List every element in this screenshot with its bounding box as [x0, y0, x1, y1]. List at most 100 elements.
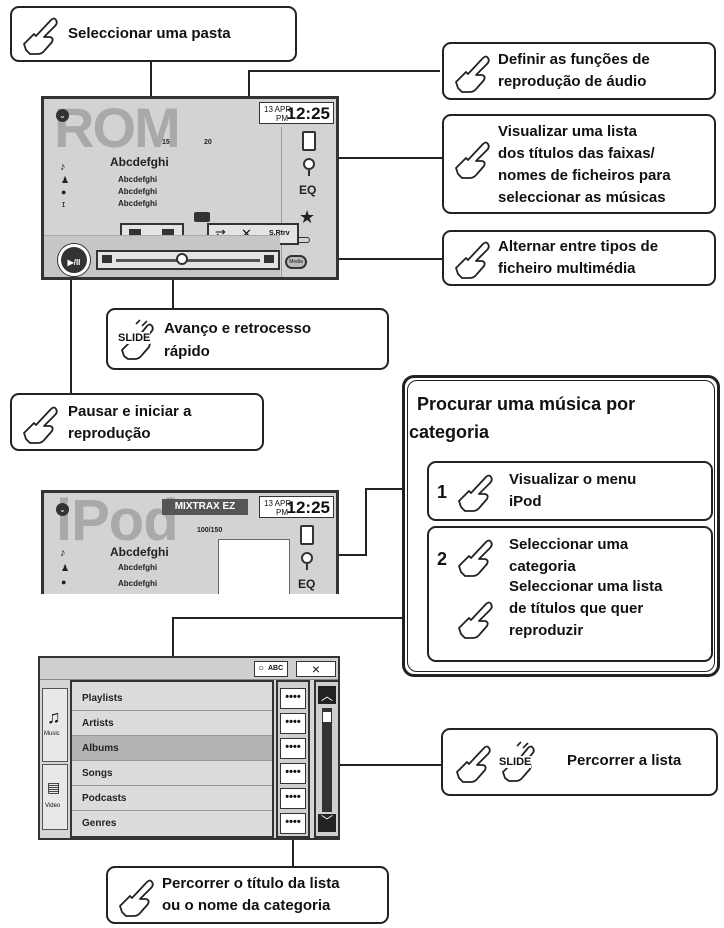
- clock-ampm: PM: [276, 508, 288, 517]
- scroll-thumb[interactable]: [323, 712, 331, 722]
- mixtrax-button[interactable]: MIXTRAX EZ: [162, 499, 248, 515]
- seek-thumb[interactable]: [176, 253, 188, 265]
- touch-hand-icon: [458, 539, 493, 577]
- close-button[interactable]: ×: [296, 661, 336, 677]
- clock: 13 APR PM 12:25: [259, 496, 334, 518]
- title-scroll-button[interactable]: ••••: [280, 713, 306, 734]
- clock-ampm: PM: [276, 114, 288, 123]
- folder-prev-button[interactable]: [129, 229, 141, 239]
- source-title: iPod: [56, 490, 179, 553]
- title-scroll-button[interactable]: ••••: [280, 763, 306, 784]
- album-icon: ●: [61, 187, 67, 197]
- clock-time: 12:25: [286, 104, 330, 123]
- phone-icon[interactable]: [300, 525, 314, 545]
- list-item[interactable]: Genres: [82, 818, 117, 829]
- connector-line: [248, 70, 440, 72]
- list-item[interactable]: Playlists: [72, 686, 272, 711]
- repeat-icon[interactable]: ⇄: [215, 226, 226, 241]
- note-icon: ♪: [60, 161, 66, 173]
- search-icon: ○: [258, 663, 265, 674]
- seek-forward-icon[interactable]: [264, 255, 274, 263]
- title-scroll-button[interactable]: ••••: [280, 788, 306, 809]
- list-item[interactable]: Albums: [72, 736, 272, 761]
- callout-text: Definir as funções de reprodução de áudi…: [498, 51, 650, 90]
- track-title: Abcdefghi: [110, 155, 169, 169]
- home-icon[interactable]: ⌄: [56, 503, 69, 516]
- slide-label: SLIDE: [118, 332, 151, 344]
- info-button[interactable]: [194, 212, 210, 222]
- touch-hand-icon: [455, 141, 490, 179]
- file-number: 20: [204, 139, 212, 146]
- folder-next-button[interactable]: [162, 229, 174, 239]
- step-text: categoria: [509, 558, 576, 575]
- note-icon: ♪: [60, 547, 66, 559]
- music-tab-label: Music: [44, 731, 60, 737]
- title-scroll-button[interactable]: ••••: [280, 738, 306, 759]
- callout-scroll-title: Percorrer o título da lista ou o nome da…: [106, 866, 389, 924]
- favorite-star-icon[interactable]: ★: [299, 207, 316, 227]
- list-item[interactable]: Podcasts: [72, 786, 272, 811]
- media-button[interactable]: Media: [285, 255, 307, 269]
- track-count: 100/150: [197, 527, 223, 534]
- list-icon[interactable]: [303, 158, 315, 170]
- home-icon[interactable]: ⌄: [56, 109, 69, 122]
- title-scroll-button[interactable]: ••••: [280, 688, 306, 709]
- phone-icon[interactable]: [302, 131, 316, 151]
- list-icon[interactable]: [301, 552, 313, 564]
- sound-retriever-button[interactable]: S.Rtrv: [269, 230, 290, 237]
- callout-text: Seleccionar uma pasta: [68, 25, 231, 42]
- callout-text: rápido: [164, 343, 210, 360]
- step-number: 2: [437, 549, 448, 569]
- track-album: Abcdefghi: [118, 579, 158, 588]
- scroll-down-button[interactable]: ﹀: [318, 814, 336, 832]
- connector-line: [340, 764, 441, 766]
- source-title: ROM: [54, 96, 181, 159]
- connector-line: [172, 263, 174, 309]
- connector-line: [70, 272, 72, 394]
- play-pause-button[interactable]: ▶/II: [58, 244, 90, 276]
- list-item[interactable]: Songs: [72, 761, 272, 786]
- touch-hand-icon: [23, 17, 58, 55]
- list-item[interactable]: Artists: [72, 711, 272, 736]
- artist-icon: ♟: [61, 563, 70, 573]
- callout-scroll-list: SLIDE Percorrer a lista: [441, 728, 718, 796]
- callout-text: ou o nome da categoria: [162, 897, 331, 914]
- step-2-box: 2 Seleccionar uma categoria Seleccionar …: [427, 526, 713, 662]
- touch-hand-icon: [455, 55, 490, 93]
- scroll-up-button[interactable]: ︿: [318, 686, 336, 704]
- callout-track-list: Visualizar uma lista dos títulos das fai…: [442, 114, 716, 214]
- callout-text: dos títulos das faixas/: [498, 145, 655, 162]
- callout-text: Percorrer a lista: [567, 752, 682, 769]
- list-scrollbar[interactable]: ︿ ﹀: [314, 680, 338, 838]
- scroll-track: [322, 708, 332, 812]
- callout-text: nomes de ficheiros para: [498, 167, 671, 184]
- tab-music[interactable]: ♫ Music: [42, 688, 68, 762]
- title-scroll-button[interactable]: ••••: [280, 813, 306, 834]
- slide-label: SLIDE: [499, 756, 532, 768]
- connector-line: [365, 488, 367, 556]
- seek-back-icon[interactable]: [102, 255, 112, 263]
- rom-player-screen: ROM ⌄ 15 20 ♪ ♟ ● ɪ Abcdefghi Abcdefghi …: [41, 96, 339, 280]
- eq-icon[interactable]: EQ: [298, 577, 316, 591]
- touch-hand-icon: [23, 406, 58, 444]
- seek-bar[interactable]: [96, 250, 280, 270]
- callout-text: seleccionar as músicas: [498, 189, 666, 206]
- callout-text: Avanço e retrocesso: [164, 320, 312, 337]
- abc-label: ABC: [268, 665, 284, 672]
- clock-time: 12:25: [286, 498, 330, 517]
- seek-track: [116, 259, 260, 262]
- tab-video[interactable]: ▤ Video: [42, 764, 68, 830]
- connector-line: [322, 258, 443, 260]
- category-list: Playlists Artists Albums Songs Podcasts …: [70, 680, 274, 838]
- music-note-icon: ♫: [47, 707, 61, 727]
- abc-search-button[interactable]: ○ ABC: [254, 661, 288, 677]
- callout-audio-functions: Definir as funções de reprodução de áudi…: [442, 42, 716, 100]
- callout-text: Pausar e iniciar a: [68, 403, 192, 420]
- connector-line: [331, 554, 366, 556]
- shuffle-icon[interactable]: ✕: [241, 226, 252, 241]
- callout-seek: SLIDE Avanço e retrocesso rápido: [106, 308, 389, 370]
- track-artist: Abcdefghi: [118, 563, 158, 572]
- eq-icon[interactable]: EQ: [299, 183, 317, 197]
- title-scroll-buttons: •••• •••• •••• •••• •••• ••••: [276, 680, 310, 838]
- step-text: Seleccionar uma: [509, 536, 629, 553]
